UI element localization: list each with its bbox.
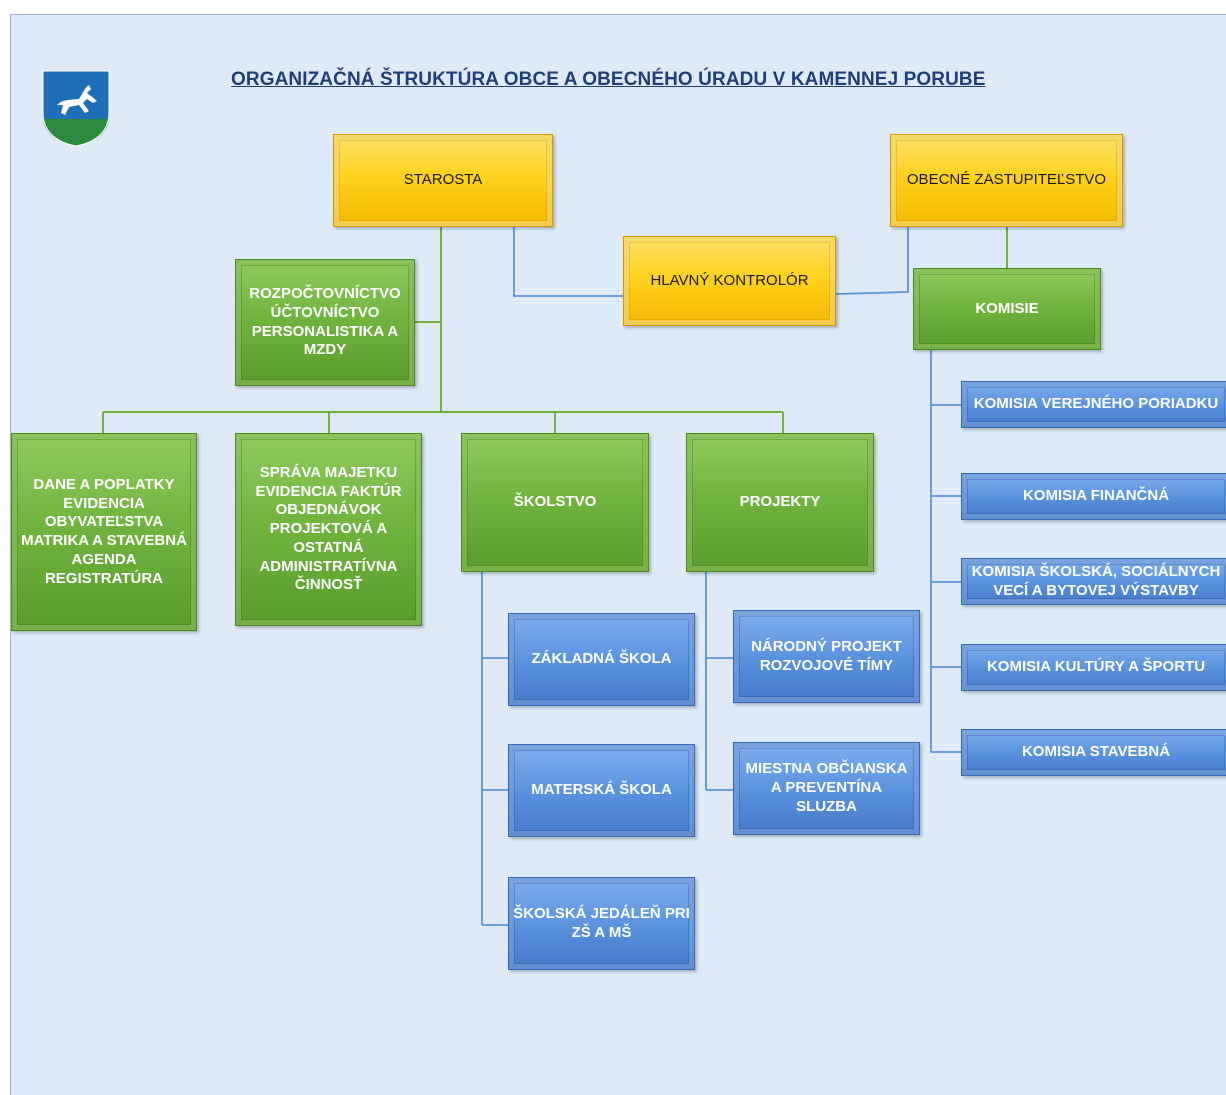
node-miestna-obcianska-sluzba-label: MIESTNA OBČIANSKA A PREVENTÍNA SLUZBA xyxy=(745,760,908,815)
node-dane-a-poplatky: DANE A POPLATKY EVIDENCIA OBYVATEĽSTVA M… xyxy=(11,433,197,631)
node-rozpoctovnictvo: ROZPOČTOVNÍCTVO ÚČTOVNÍCTVO PERSONALISTI… xyxy=(235,259,415,386)
node-rozpoctovnictvo-label: ROZPOČTOVNÍCTVO ÚČTOVNÍCTVO PERSONALISTI… xyxy=(249,285,401,359)
node-komisie: KOMISIE xyxy=(913,268,1101,350)
node-komisia-stavebna-label: KOMISIA STAVEBNÁ xyxy=(1021,743,1171,761)
node-projekty: PROJEKTY xyxy=(686,433,874,572)
node-starosta-label: STAROSTA xyxy=(403,171,483,189)
connector-lines xyxy=(102,227,1008,926)
municipality-coat-of-arms-logo xyxy=(42,70,110,147)
chart-title: ORGANIZAČNÁ ŠTRUKTÚRA OBCE A OBECNÉHO ÚR… xyxy=(231,69,986,90)
node-komisia-financna: KOMISIA FINANČNÁ xyxy=(961,473,1226,520)
node-komisia-financna-label: KOMISIA FINANČNÁ xyxy=(1022,487,1170,505)
node-sprava-majetku-label: SPRÁVA MAJETKU EVIDENCIA FAKTÚR OBJEDNÁV… xyxy=(255,463,402,594)
node-skolstvo-label: ŠKOLSTVO xyxy=(513,493,597,511)
node-obecne-zastupitelstvo: OBECNÉ ZASTUPITEĽSTVO xyxy=(890,134,1123,227)
node-komisia-skolska: KOMISIA ŠKOLSKÁ, SOCIÁLNYCH VECÍ A BYTOV… xyxy=(961,558,1226,605)
node-komisia-skolska-label: KOMISIA ŠKOLSKÁ, SOCIÁLNYCH VECÍ A BYTOV… xyxy=(971,562,1221,599)
node-zakladna-skola-label: ZÁKLADNÁ ŠKOLA xyxy=(531,650,672,668)
node-materska-skola: MATERSKÁ ŠKOLA xyxy=(508,744,695,837)
node-hlavny-kontrolor: HLAVNÝ KONTROLÓR xyxy=(623,236,836,326)
node-narodny-projekt-label: NÁRODNÝ PROJEKT ROZVOJOVÉ TÍMY xyxy=(751,637,902,674)
node-materska-skola-label: MATERSKÁ ŠKOLA xyxy=(531,781,672,799)
node-skolska-jedalen: ŠKOLSKÁ JEDÁLEŇ PRI ZŠ A MŠ xyxy=(508,877,695,970)
node-komisia-stavebna: KOMISIA STAVEBNÁ xyxy=(961,729,1226,776)
node-komisia-verejneho-poriadku: KOMISIA VEREJNÉHO PORIADKU xyxy=(961,381,1226,428)
node-starosta: STAROSTA xyxy=(333,134,553,227)
node-skolska-jedalen-label: ŠKOLSKÁ JEDÁLEŇ PRI ZŠ A MŠ xyxy=(513,904,690,941)
node-skolstvo: ŠKOLSTVO xyxy=(461,433,649,572)
node-komisia-verejneho-poriadku-label: KOMISIA VEREJNÉHO PORIADKU xyxy=(973,395,1219,413)
node-komisia-kultury-a-sportu-label: KOMISIA KULTÚRY A ŠPORTU xyxy=(986,658,1206,676)
node-komisia-kultury-a-sportu: KOMISIA KULTÚRY A ŠPORTU xyxy=(961,644,1226,691)
connector-starosta-kontrolor xyxy=(513,227,623,297)
node-sprava-majetku: SPRÁVA MAJETKU EVIDENCIA FAKTÚR OBJEDNÁV… xyxy=(235,433,422,626)
node-komisie-label: KOMISIE xyxy=(975,299,1039,317)
org-chart-page: ORGANIZAČNÁ ŠTRUKTÚRA OBCE A OBECNÉHO ÚR… xyxy=(10,14,1226,1095)
node-projekty-label: PROJEKTY xyxy=(739,493,821,511)
node-obecne-zastupitelstvo-label: OBECNÉ ZASTUPITEĽSTVO xyxy=(906,171,1107,189)
node-hlavny-kontrolor-label: HLAVNÝ KONTROLÓR xyxy=(650,271,809,289)
node-zakladna-skola: ZÁKLADNÁ ŠKOLA xyxy=(508,613,695,706)
node-narodny-projekt: NÁRODNÝ PROJEKT ROZVOJOVÉ TÍMY xyxy=(733,610,920,703)
connector-zastupitelstvo-kontrolor xyxy=(835,227,909,295)
node-miestna-obcianska-sluzba: MIESTNA OBČIANSKA A PREVENTÍNA SLUZBA xyxy=(733,742,920,835)
node-dane-a-poplatky-label: DANE A POPLATKY EVIDENCIA OBYVATEĽSTVA M… xyxy=(21,475,187,587)
